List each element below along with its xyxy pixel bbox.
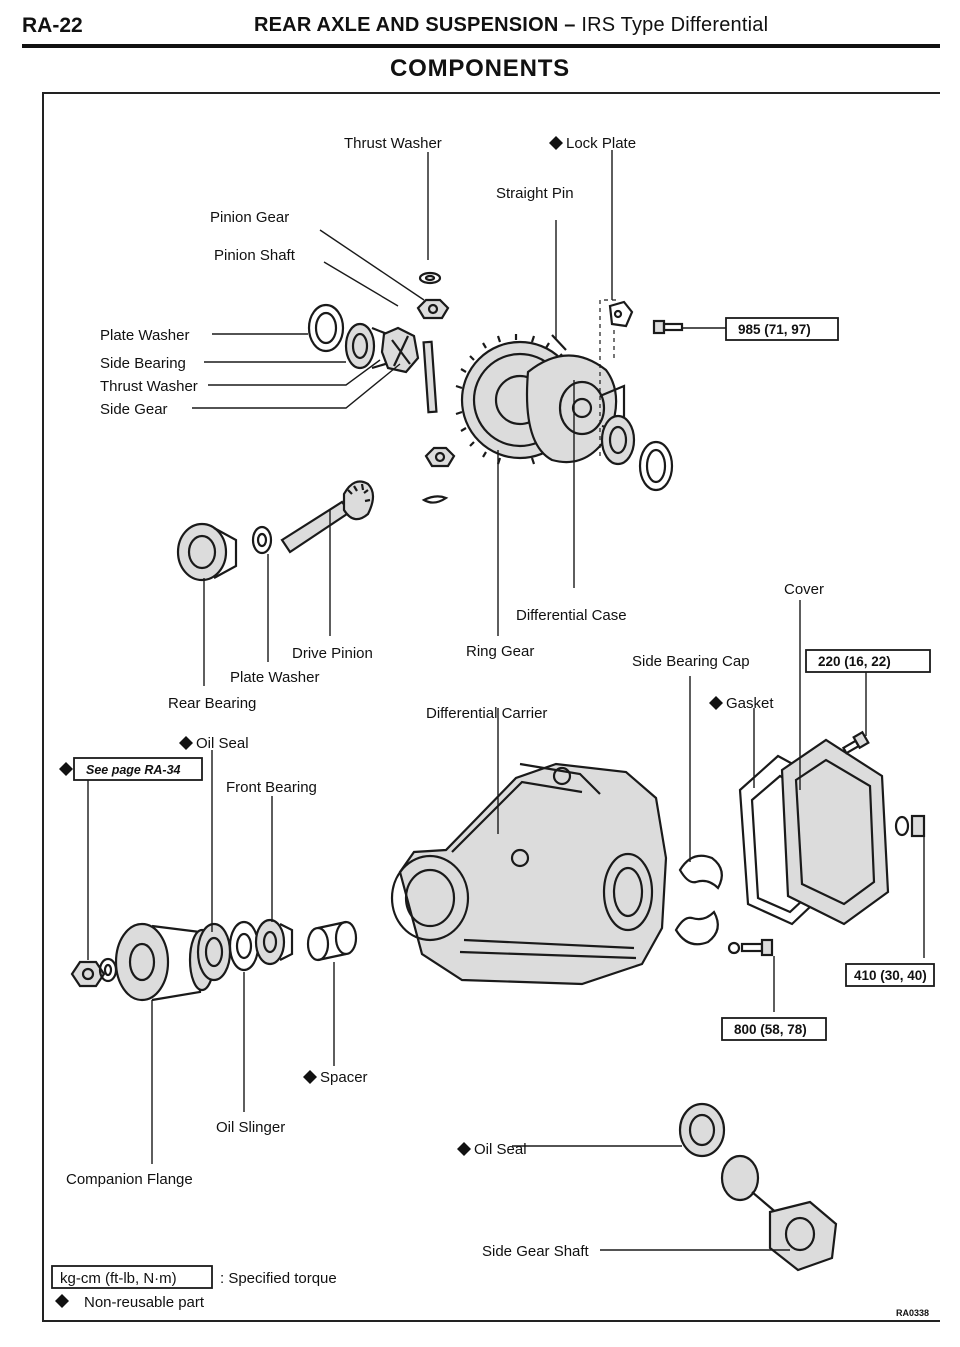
label-pinion-shaft: Pinion Shaft [214,247,296,264]
page-title-sub: IRS Type Differential [581,14,769,36]
label-front-bearing: Front Bearing [226,779,317,796]
nonreusable-marker-see-page [59,762,73,776]
label-companion-flange: Companion Flange [66,1171,193,1188]
header-rule [22,44,940,48]
section-title: COMPONENTS [389,55,570,82]
torque-box-filler-plug [845,963,935,987]
label-drive-pinion: Drive Pinion [292,645,373,662]
nonreusable-marker-spacer [303,1070,317,1084]
plate-washer-bottom-part [251,525,273,555]
label-side-gear-shaft: Side Gear Shaft [482,1243,590,1260]
photo-code: RA0338 [896,1308,929,1318]
legend-torque-box [51,1265,213,1289]
label-gasket: Gasket [726,695,774,712]
label-oil-seal-front: Oil Seal [196,735,249,752]
legend-diamond-icon [55,1294,69,1308]
label-rear-bearing: Rear Bearing [168,695,256,712]
label-thrust-washer-left: Thrust Washer [100,378,198,395]
torque-box-lock-plate [725,317,839,341]
front-bearing-part [254,918,294,966]
label-plate-washer-bottom: Plate Washer [230,669,319,686]
differential-carrier-part [390,762,668,986]
nonreusable-marker-oil-seal-side [457,1142,471,1156]
see-page-box [73,757,203,781]
page-title: REAR AXLE AND SUSPENSION – IRS Type Diff… [254,14,768,37]
nut-part [70,960,106,988]
page-title-separator: – [564,14,576,36]
label-straight-pin: Straight Pin [496,185,574,202]
label-differential-case: Differential Case [516,607,627,624]
label-side-gear: Side Gear [100,401,168,418]
label-cover: Cover [784,581,824,598]
label-side-bearing-cap: Side Bearing Cap [632,653,750,670]
nonreusable-marker-gasket [709,696,723,710]
lock-plate-part [608,300,634,328]
legend-torque-unit: kg-cm (ft-lb, N·m) [60,1270,177,1287]
leader-lines [87,150,925,1251]
page-code: RA-22 [22,14,83,37]
torque-cover-bolt: 220 (16, 22) [818,654,891,669]
side-bearing-cap-part [674,854,723,946]
label-thrust-washer-top: Thrust Washer [344,135,442,152]
label-ring-gear: Ring Gear [466,643,534,660]
rear-bearing-part [176,522,238,582]
oil-seal-side-part [678,1102,726,1158]
spacer-part [306,920,358,962]
label-spacer: Spacer [320,1069,368,1086]
label-pinion-gear: Pinion Gear [210,209,289,226]
pinion-gear-lower-part [421,446,456,504]
legend-torque-desc: : Specified torque [220,1270,337,1287]
label-differential-carrier: Differential Carrier [426,705,547,722]
legend-nonreusable-desc: Non-reusable part [84,1294,205,1311]
side-gear-part [380,326,420,374]
torque-box-bearing-cap [721,1017,827,1041]
label-oil-seal-side: Oil Seal [474,1141,527,1158]
torque-filler-plug: 410 (30, 40) [854,968,927,983]
plate-washer-left-part [307,303,345,353]
thrust-washer-top-part [418,271,442,285]
straight-pin-part [551,334,567,351]
torque-bearing-cap-bolt: 800 (58, 78) [734,1022,807,1037]
label-side-bearing: Side Bearing [100,355,186,372]
pinion-gear-top-part [416,298,450,320]
oil-seal-front-part [196,922,232,982]
torque-box-cover [805,649,931,673]
drive-pinion-part [280,480,375,554]
label-oil-slinger: Oil Slinger [216,1119,285,1136]
lock-plate-bolt-part [652,319,684,335]
page-title-main: REAR AXLE AND SUSPENSION [254,14,559,36]
filler-plug-part [894,814,926,838]
cover-part [780,738,890,926]
bearing-cap-bolt-part [727,938,774,957]
cover-bolt-part [841,730,870,755]
torque-lock-plate-bolt: 985 (71, 97) [738,322,811,337]
page-header: RA-22 REAR AXLE AND SUSPENSION – IRS Typ… [22,8,940,48]
see-page-reference: See page RA-34 [86,763,181,777]
diagram-frame [42,92,940,1322]
nonreusable-marker-lock-plate [549,136,563,150]
side-gear-shaft-part [720,1154,838,1272]
oil-slinger-part [228,920,260,972]
label-lock-plate: Lock Plate [566,135,636,152]
side-bearing-right-part [600,414,674,492]
pinion-shaft-part [422,340,438,414]
legend: kg-cm (ft-lb, N·m) : Specified torque No… [51,1265,337,1311]
label-plate-washer-left: Plate Washer [100,327,189,344]
nonreusable-marker-oil-seal-front [179,736,193,750]
side-bearing-left-part [344,322,394,370]
